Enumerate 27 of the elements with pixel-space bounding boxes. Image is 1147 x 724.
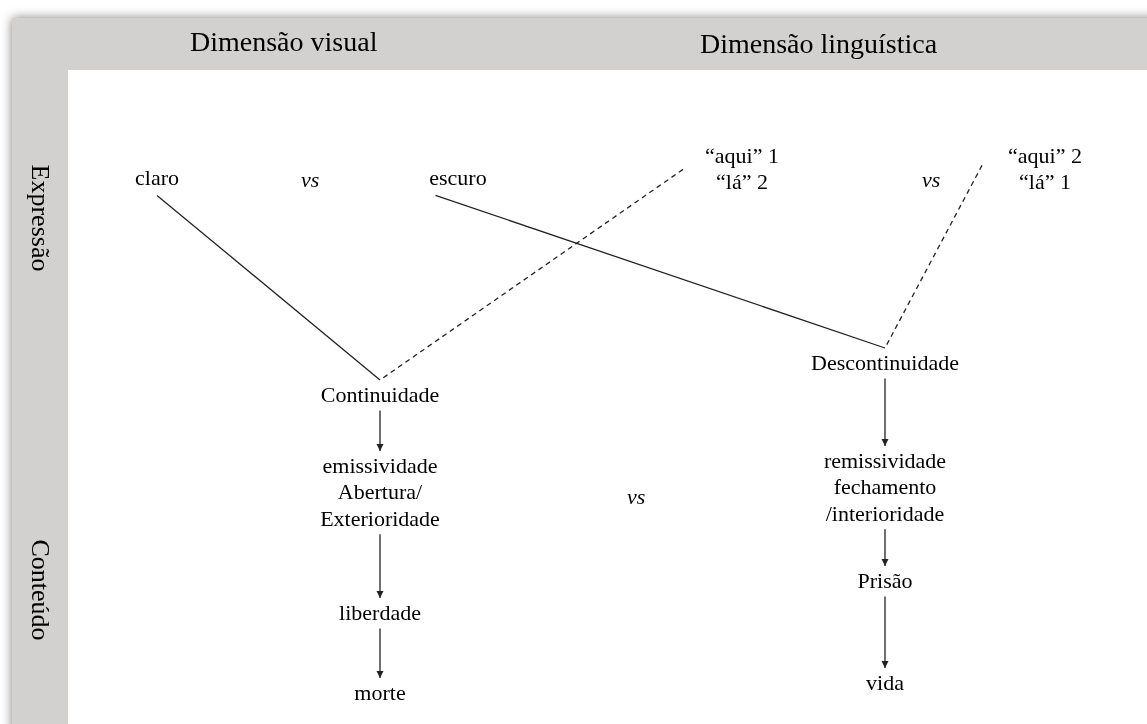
term-text: escuro [413, 165, 503, 192]
row-header: Conteúdo [27, 539, 53, 641]
arrow [881, 377, 889, 447]
term-text: claro [117, 165, 197, 192]
term-text: liberdade [305, 600, 455, 627]
term-text: Prisão [825, 568, 945, 595]
term-text: emissividade Abertura/ Exterioridade [290, 453, 470, 533]
term-text: “aqui” 1 “lá” 2 [687, 143, 797, 196]
term-text: Descontinuidade [785, 350, 985, 377]
arrow [881, 528, 889, 567]
versus-text: vs [301, 166, 320, 194]
term-text: vida [835, 670, 935, 697]
column-header: Dimensão visual [190, 28, 378, 56]
term-text: morte [320, 680, 440, 707]
arrow [376, 627, 384, 679]
row-header: Expressão [27, 164, 53, 272]
arrow [881, 595, 889, 669]
term-text: Continuidade [290, 382, 470, 409]
connector-line [156, 194, 381, 381]
connector-line [434, 194, 886, 349]
term-text: remissividade fechamento /interioridade [785, 448, 985, 528]
versus-text: vs [627, 483, 646, 511]
arrow [376, 533, 384, 599]
arrow [376, 409, 384, 452]
term-text: “aqui” 2 “lá” 1 [990, 143, 1100, 196]
column-header: Dimensão linguística [700, 30, 938, 58]
versus-text: vs [922, 166, 941, 194]
